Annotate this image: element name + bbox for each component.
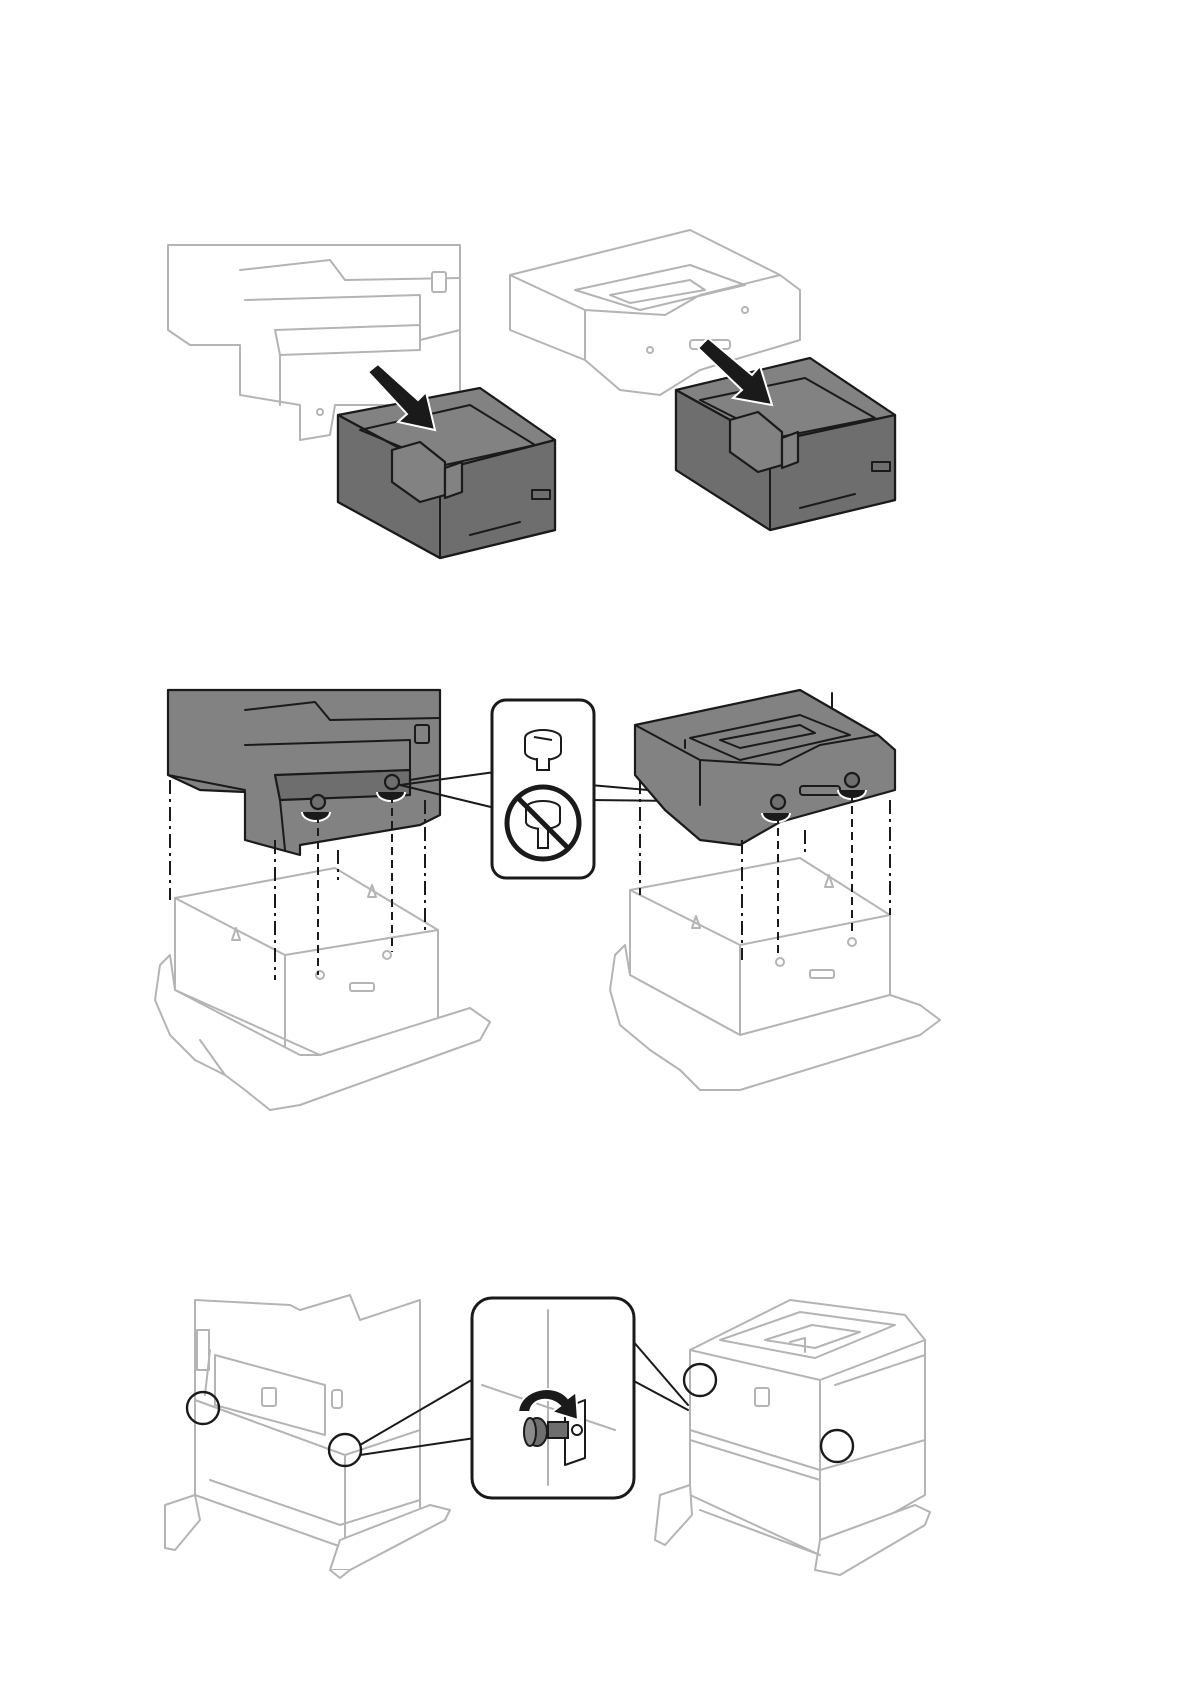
printer-body-dark bbox=[168, 690, 440, 855]
printer-on-cabinet bbox=[165, 1295, 450, 1578]
figure-remove-cassettes bbox=[0, 200, 1190, 560]
prohibited-screw-icon bbox=[507, 787, 579, 859]
paper-cassette-left bbox=[338, 388, 555, 558]
cassette-unit-dark bbox=[635, 690, 895, 845]
cassette-on-cabinet bbox=[655, 1300, 930, 1575]
figure-mount-on-cabinet bbox=[0, 690, 1190, 1130]
cabinet-left bbox=[155, 868, 490, 1110]
figure-lock-casters bbox=[0, 1280, 1190, 1580]
paper-cassette-right bbox=[676, 358, 895, 530]
